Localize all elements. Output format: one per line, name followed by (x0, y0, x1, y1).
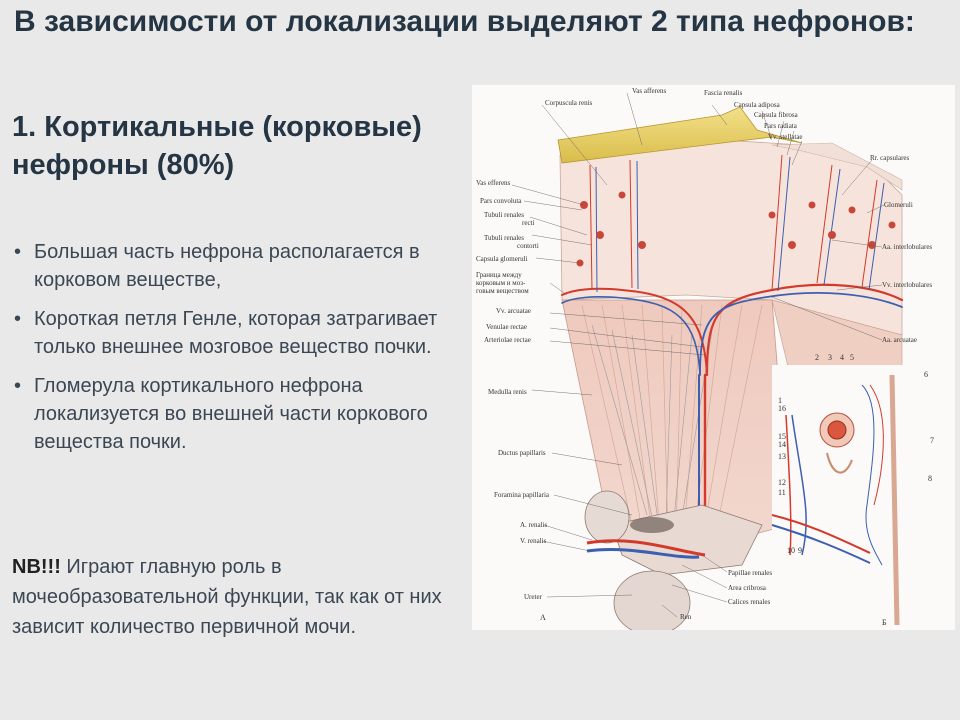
inset-number: 5 (850, 353, 854, 362)
label-papillae: Papillae renales (728, 569, 772, 577)
label-arteriolae-rectae: Arteriolae rectae (484, 336, 531, 344)
glomeruli-dots (576, 191, 896, 267)
inset-number: 10 (787, 546, 795, 555)
label-vas-afferens-top: Vas afferens (632, 87, 667, 95)
area-cribrosa (630, 517, 674, 533)
label-vv-stellatae: Vv. stellatae (768, 133, 803, 141)
inset-number: 7 (930, 436, 934, 445)
kidney-illustration: Corpuscula renis Vas afferens Vas effere… (472, 85, 955, 630)
inset-number: 16 (778, 404, 786, 413)
inset-number: 11 (778, 488, 786, 497)
label-capsula-adiposa: Capsula adiposa (734, 101, 781, 109)
inset-number: 15 (778, 432, 786, 441)
label-letter-b: Б (882, 618, 887, 627)
label-granica-2: корковым и моз- (476, 279, 526, 287)
label-glomeruli: Glomeruli (884, 201, 913, 209)
label-tubuli-contorti: Tubuli renales (484, 234, 524, 242)
label-granica-3: говым веществом (476, 287, 529, 295)
inset-number: 4 (840, 353, 844, 362)
inset-nephron (771, 374, 900, 626)
label-capsula-glomeruli: Capsula glomeruli (476, 255, 528, 263)
label-medulla: Medulla renis (488, 388, 527, 396)
label-tubuli-contorti-2: contorti (517, 242, 539, 250)
label-rr-capsulares: Rr. capsulares (870, 154, 910, 162)
inset-number: 2 (815, 353, 819, 362)
bullet-item: Короткая петля Генле, которая затрагивае… (12, 305, 482, 361)
label-tubuli-recti: Tubuli renales (484, 211, 524, 219)
label-ureter: Ureter (524, 593, 543, 601)
interlobular-vessels (589, 154, 885, 293)
label-vas-efferens: Vas efferens (476, 179, 511, 187)
nb-note: NB!!! Играют главную роль в мочеобразова… (12, 552, 467, 642)
label-v-renalis: V. renalis (520, 537, 547, 545)
renal-vein (586, 547, 700, 559)
slide-title: В зависимости от локализации выделяют 2 … (14, 5, 915, 38)
label-foramina: Foramina papillaria (494, 491, 550, 499)
calyx-lower (613, 570, 691, 630)
inset-number: 6 (924, 370, 928, 379)
label-fascia: Fascia renalis (704, 89, 743, 97)
label-letter-a: A (540, 613, 546, 622)
inset-number: 13 (778, 452, 786, 461)
label-a-renalis: A. renalis (520, 521, 547, 529)
nb-text: Играют главную роль в мочеобразовательно… (12, 556, 442, 638)
label-pars-convoluta: Pars convoluta (480, 197, 522, 205)
label-capsula-fibrosa: Capsula fibrosa (754, 111, 799, 119)
label-ductus: Ductus papillaris (498, 449, 546, 457)
inset-number: 9 (798, 546, 802, 555)
inset-number: 14 (778, 440, 786, 449)
fascia-strip (771, 142, 903, 191)
renal-capsule (557, 106, 803, 164)
label-calices: Calices renales (728, 598, 770, 606)
label-area-cribrosa: Area cribrosa (728, 584, 767, 592)
label-vv-interlobulares: Vv. interlobulares (882, 281, 932, 289)
section-heading: 1. Кортикальные (корковые) нефроны (80%) (12, 111, 422, 181)
label-tubuli-recti-2: recti (522, 219, 534, 227)
inset-number: 3 (828, 353, 832, 362)
label-venulae-rectae: Venulae rectae (486, 323, 527, 331)
inset-number: 8 (928, 474, 932, 483)
label-pars-radiata: Pars radiata (764, 122, 798, 130)
label-vv-arcuatae: Vv. arcuatae (496, 307, 531, 315)
label-ren: Ren (680, 613, 692, 621)
inset-b-frame (772, 365, 952, 630)
calyx-upper (584, 490, 630, 544)
bullet-item: Большая часть нефрона располагается в ко… (12, 238, 482, 294)
bullet-list: Большая часть нефрона располагается в ко… (12, 238, 482, 467)
label-aa-arcuatae: Aa. arcuatae (882, 336, 917, 344)
leader-lines (511, 92, 885, 618)
nb-label: NB!!! (12, 556, 61, 578)
bullet-item: Гломерула кортикального нефрона локализу… (12, 372, 482, 456)
inset-number: 12 (778, 478, 786, 487)
label-corpuscula: Corpuscula renis (545, 99, 593, 107)
kidney-section-drawing: Corpuscula renis Vas afferens Vas effere… (476, 87, 952, 630)
label-granica-1: Граница между (476, 271, 522, 279)
label-aa-interlobulares: Aa. interlobulares (882, 243, 932, 251)
renal-artery (586, 539, 706, 557)
inset-number: 1 (778, 396, 782, 405)
